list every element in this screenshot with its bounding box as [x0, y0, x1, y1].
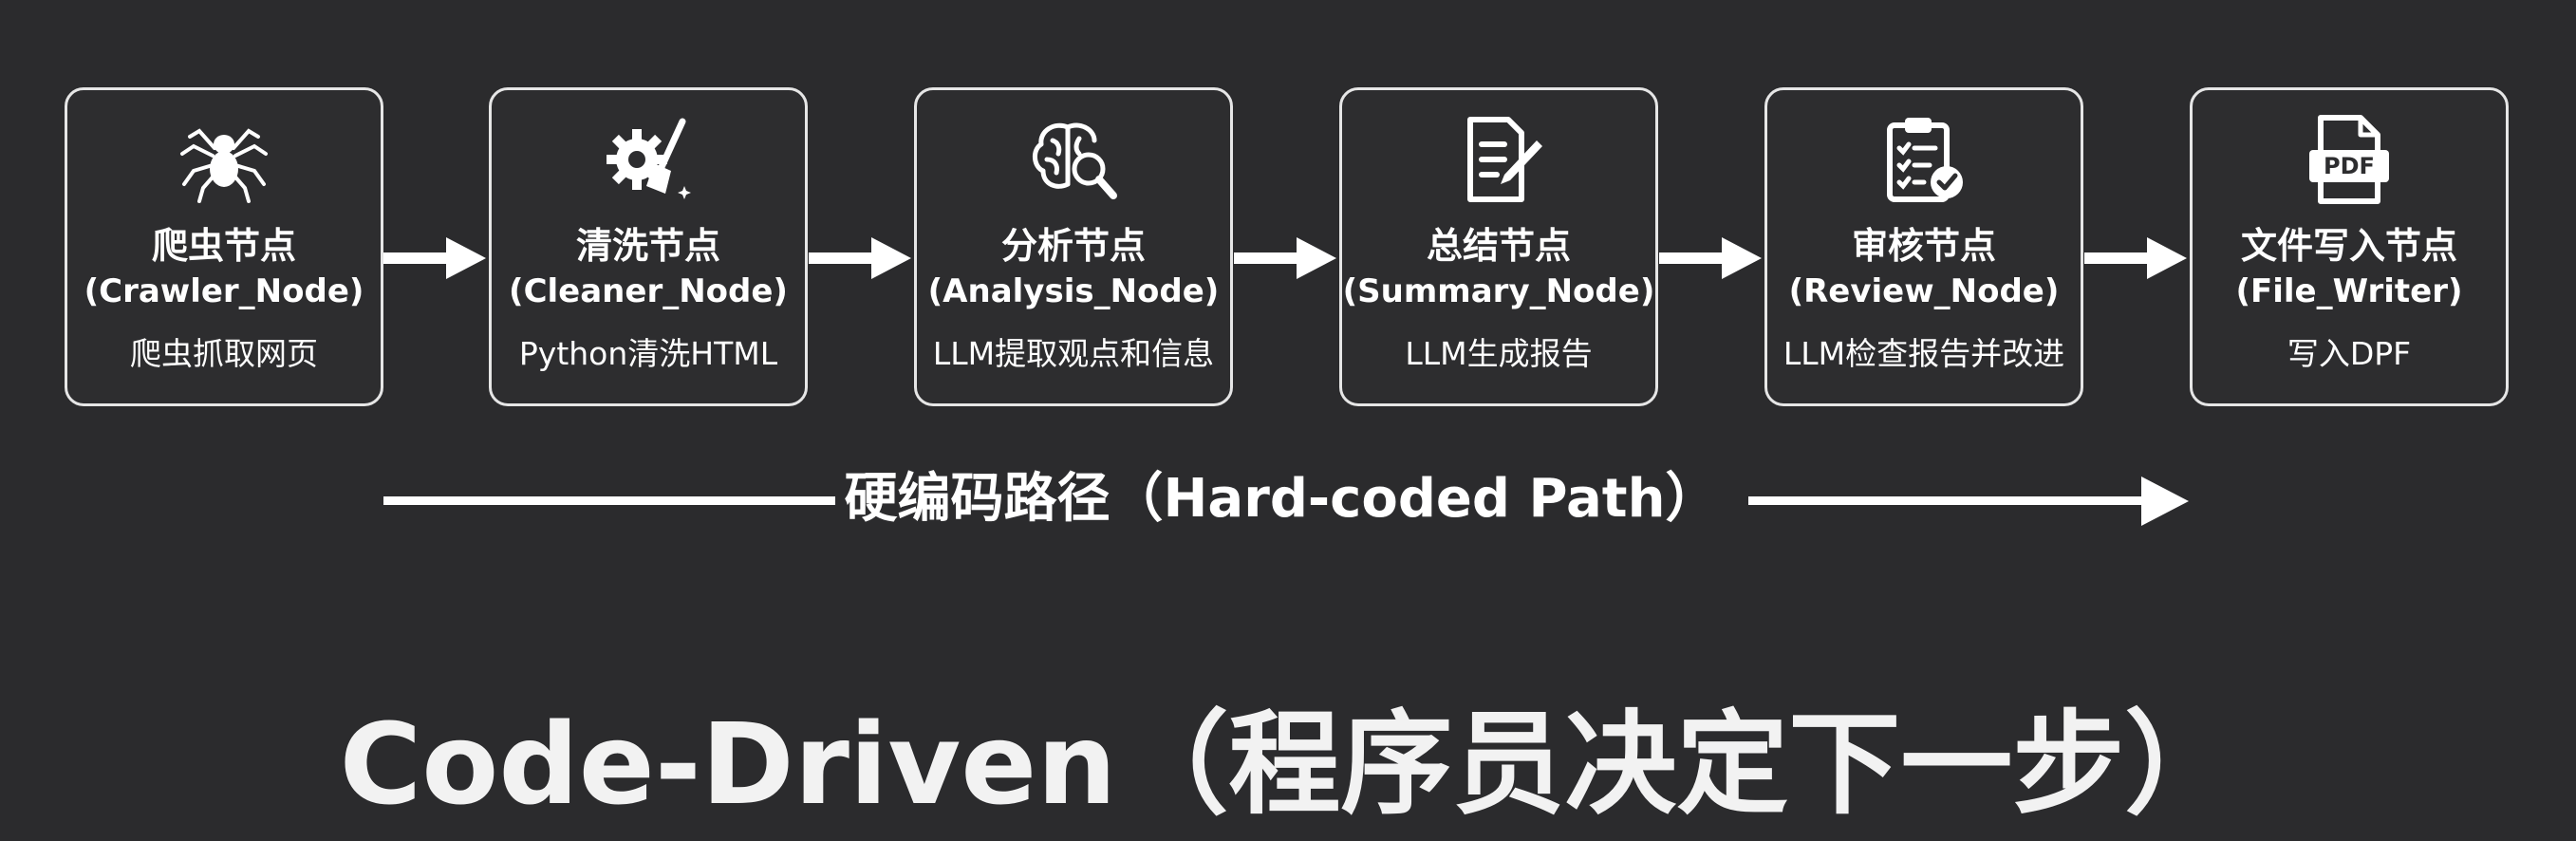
node-review: 审核节点 (Review_Node) LLM检查报告并改进 [1764, 87, 2083, 406]
node-english-name: (Analysis_Node) [927, 272, 1220, 310]
node-crawler: 爬虫节点 (Crawler_Node) 爬虫抓取网页 [65, 87, 383, 406]
pdf-file-icon: PDF [2193, 107, 2506, 212]
node-cleaner: 清洗节点 (Cleaner_Node) Python清洗HTML [489, 87, 808, 406]
node-title: 审核节点 [1851, 225, 1996, 267]
node-description: 爬虫抓取网页 [130, 335, 318, 372]
node-english-name: (File_Writer) [2235, 272, 2463, 310]
node-title: 文件写入节点 [2240, 225, 2457, 267]
node-description: 写入DPF [2287, 335, 2412, 372]
node-title: 清洗节点 [575, 225, 720, 267]
spider-icon [67, 107, 381, 212]
node-english-name: (Cleaner_Node) [509, 272, 788, 310]
arrow-right-icon [383, 237, 486, 279]
clipboard-check-icon [1767, 107, 2081, 212]
pdf-label: PDF [2324, 153, 2375, 179]
arrow-right-icon [1659, 237, 1762, 279]
node-english-name: (Review_Node) [1788, 272, 2060, 310]
gear-broom-icon [492, 107, 805, 212]
node-file-writer: PDF 文件写入节点 (File_Writer) 写入DPF [2190, 87, 2509, 406]
node-description: LLM生成报告 [1405, 335, 1593, 372]
path-line-right [1748, 496, 2147, 505]
main-title: Code-Driven（程序员决定下一步） [339, 699, 2237, 830]
brain-search-icon [917, 107, 1230, 212]
node-summary: 总结节点 (Summary_Node) LLM生成报告 [1339, 87, 1658, 406]
node-title: 分析节点 [1000, 225, 1146, 267]
node-description: LLM提取观点和信息 [932, 335, 1215, 372]
arrow-right-icon [1234, 237, 1336, 279]
document-edit-icon [1342, 107, 1655, 212]
arrow-right-icon [809, 237, 911, 279]
arrow-right-icon [2084, 237, 2187, 279]
path-line-left [383, 496, 835, 505]
node-title: 爬虫节点 [151, 225, 296, 267]
node-analysis: 分析节点 (Analysis_Node) LLM提取观点和信息 [914, 87, 1233, 406]
node-english-name: (Crawler_Node) [84, 272, 364, 310]
path-label: 硬编码路径（Hard-coded Path） [844, 468, 1719, 530]
node-title: 总结节点 [1426, 225, 1571, 267]
node-description: LLM检查报告并改进 [1783, 335, 2065, 372]
node-description: Python清洗HTML [518, 335, 778, 372]
node-english-name: (Summary_Node) [1342, 272, 1655, 310]
path-arrowhead-icon [2141, 477, 2189, 526]
